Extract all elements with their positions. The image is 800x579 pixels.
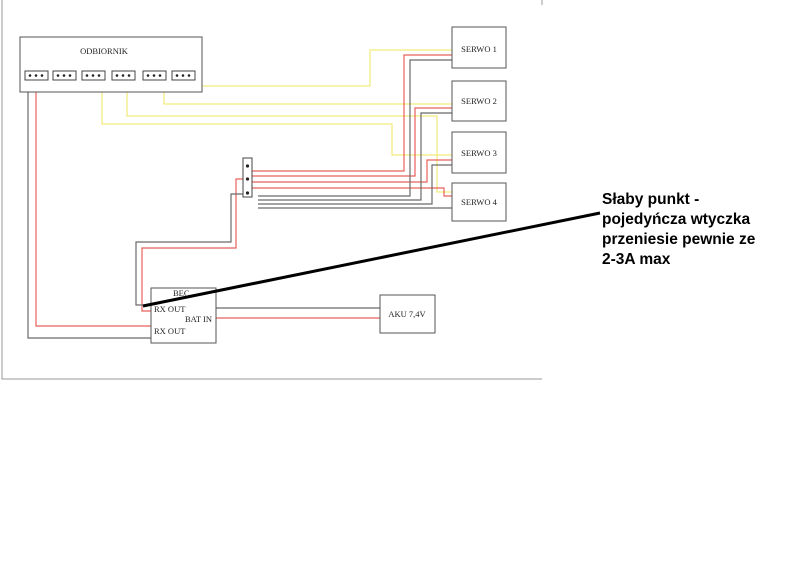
servo-2-box xyxy=(451,80,507,122)
receiver-box xyxy=(19,36,203,93)
ground-wire-bec-to-distributor xyxy=(135,193,248,306)
servo-1-box xyxy=(451,26,507,69)
servo-4-box xyxy=(451,182,507,222)
annotation-line-2: pojedyńcza wtyczka xyxy=(602,211,751,228)
annotation-line-3: przeniesie pewnie ze xyxy=(602,231,756,248)
signal-wire-serwo-4 xyxy=(126,80,453,193)
power-wire-receiver-to-bec xyxy=(35,80,152,327)
power-wire-serwo-3 xyxy=(248,159,453,183)
battery: AKU 7,4V xyxy=(379,294,436,334)
servo-3: SERWO 3 xyxy=(451,131,507,174)
servo-1: SERWO 1 xyxy=(451,26,507,69)
bec-title: BEC xyxy=(173,288,190,298)
ground-wire-serwo-2 xyxy=(258,112,453,201)
ground-wire-serwo-3 xyxy=(258,164,453,205)
ground-wires xyxy=(27,59,453,339)
annotation: Słaby punkt - pojedyńcza wtyczka przenie… xyxy=(602,191,756,268)
annotation-line-4: 2-3A max xyxy=(602,251,671,268)
ground-wire-serwo-1 xyxy=(258,59,453,197)
servo-2: SERWO 2 xyxy=(451,80,507,122)
receiver-label: ODBIORNIK xyxy=(80,46,129,56)
distributor-plug xyxy=(242,157,253,198)
distributor-pin-signal xyxy=(245,164,250,168)
servo-3-box xyxy=(451,131,507,174)
battery-label: AKU 7,4V xyxy=(388,309,426,319)
receiver-connectors xyxy=(24,70,196,81)
servo-3-label: SERWO 3 xyxy=(461,148,497,158)
power-wires xyxy=(35,54,453,327)
annotation-line-1: Słaby punkt - xyxy=(602,191,699,208)
servo-1-label: SERWO 1 xyxy=(461,44,497,54)
canvas-frame xyxy=(1,0,542,380)
servo-2-label: SERWO 2 xyxy=(461,96,497,106)
servo-4: SERWO 4 xyxy=(451,182,507,222)
ground-wire-receiver-to-bec xyxy=(27,80,152,339)
power-wire-serwo-2 xyxy=(248,107,453,177)
bec-rx-out-top: RX OUT xyxy=(154,304,186,314)
battery-box xyxy=(379,294,436,334)
receiver: ODBIORNIK xyxy=(19,36,203,93)
distributor-pin-power xyxy=(245,177,250,181)
servo-4-label: SERWO 4 xyxy=(461,197,497,207)
distributor-pin-ground xyxy=(245,191,250,195)
signal-wire-serwo-3 xyxy=(101,80,453,156)
bec-rx-out-bottom: RX OUT xyxy=(154,326,186,336)
bec-bat-in: BAT IN xyxy=(185,314,212,324)
bec: BEC RX OUT BAT IN RX OUT xyxy=(150,287,217,344)
power-wire-serwo-1 xyxy=(248,54,453,172)
power-wire-bec-to-distributor xyxy=(141,178,248,312)
annotation-pointer xyxy=(142,211,601,308)
power-wire-serwo-4 xyxy=(248,187,453,197)
